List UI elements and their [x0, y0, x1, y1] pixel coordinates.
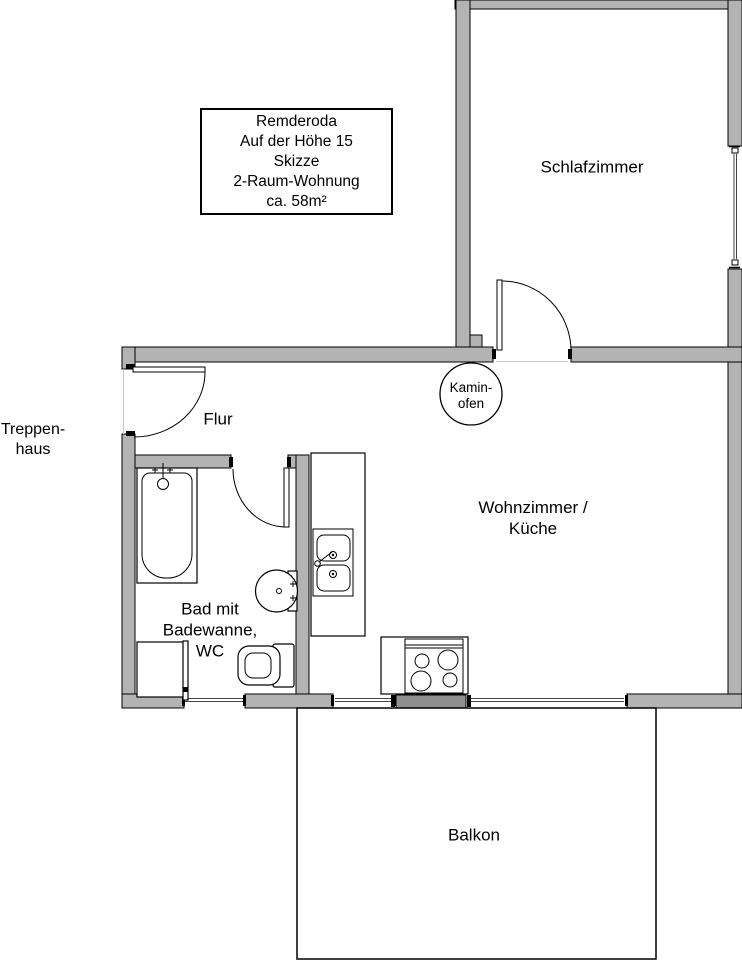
burner	[410, 670, 432, 692]
label-line: haus	[15, 441, 51, 458]
bad-door-leaf	[283, 467, 290, 528]
bathtub	[136, 463, 198, 584]
window-bad	[182, 695, 246, 706]
kaminofen-circle	[439, 362, 503, 426]
wall-north-right	[570, 346, 742, 363]
title-line: Auf der Höhe 15	[240, 132, 353, 150]
sink-basin-bottom	[316, 564, 351, 592]
room-label-bad: Bad mit Badewanne, WC	[163, 599, 258, 662]
washbasin-drain	[276, 588, 282, 594]
wall-pier	[469, 334, 483, 348]
window-schlafzimmer	[729, 145, 740, 269]
bath-appliance	[136, 640, 189, 701]
schlafzimmer-door-swing	[501, 280, 572, 352]
label-line: Küche	[508, 519, 558, 538]
stove-counter	[380, 636, 469, 695]
title-line: ca. 58m²	[266, 192, 327, 210]
wall-right-lower	[727, 268, 742, 709]
label-line: Bad mit	[181, 599, 239, 619]
wall-schlafzimmer-top	[454, 0, 742, 10]
entrance-door-swing	[133, 371, 206, 438]
bad-door-swing	[232, 468, 287, 528]
window-wohnzimmer-left	[331, 695, 396, 706]
kitchen-counter	[310, 452, 366, 637]
title-line: Remderoda	[256, 112, 337, 130]
burner	[437, 649, 459, 671]
label-line: WC	[195, 641, 225, 661]
label-line: ofen	[457, 396, 485, 411]
schlafzimmer-door	[492, 279, 572, 362]
title-box: Remderoda Auf der Höhe 15 Skizze 2-Raum-…	[200, 108, 393, 215]
sink-faucet	[318, 551, 333, 563]
bathtub-taps	[152, 467, 173, 473]
wall-schlafzimmer-left	[455, 0, 471, 348]
balcony-door-panel	[395, 694, 467, 709]
burner	[442, 672, 458, 688]
wall-bad-kueche	[295, 454, 310, 709]
wall-bottom-2	[244, 693, 334, 709]
room-label-wohnzimmer-kueche: Wohnzimmer / Küche	[478, 497, 587, 539]
entrance-door-leaf	[132, 366, 206, 373]
label-line: Wohnzimmer /	[478, 498, 588, 517]
washbasin-taps	[290, 581, 296, 601]
wall-bottom-3	[626, 693, 742, 709]
label-kaminofen: Kamin- ofen	[450, 380, 493, 412]
room-label-schlafzimmer: Schlafzimmer	[540, 157, 644, 177]
wall-flur-bad-left	[134, 454, 232, 469]
schlafzimmer-door-leaf	[496, 279, 503, 351]
stove	[380, 636, 469, 695]
room-label-balkon: Balkon	[448, 825, 500, 845]
wall-left-lower	[121, 433, 136, 709]
room-label-flur: Flur	[203, 409, 233, 429]
wall-right-upper	[727, 0, 742, 147]
wall-north-left	[121, 346, 494, 363]
balcony-door	[391, 694, 471, 709]
entrance-door	[123, 364, 206, 438]
washbasin	[254, 569, 299, 613]
label-line: Treppen-	[0, 421, 66, 438]
bathtub-drain	[157, 478, 169, 490]
toilet	[237, 643, 295, 688]
label-line: Kamin-	[449, 380, 493, 395]
kitchen-sink	[312, 528, 354, 597]
sink-basin-top	[316, 534, 351, 562]
title-line: Skizze	[273, 152, 320, 170]
burner	[414, 653, 430, 669]
title-line: 2-Raum-Wohnung	[233, 172, 360, 190]
balcony-outline	[296, 707, 657, 960]
bad-door	[229, 457, 291, 528]
label-line: Badewanne,	[162, 620, 258, 640]
label-treppenhaus: Treppen- haus	[1, 420, 65, 460]
window-wohnzimmer-right	[467, 695, 628, 706]
